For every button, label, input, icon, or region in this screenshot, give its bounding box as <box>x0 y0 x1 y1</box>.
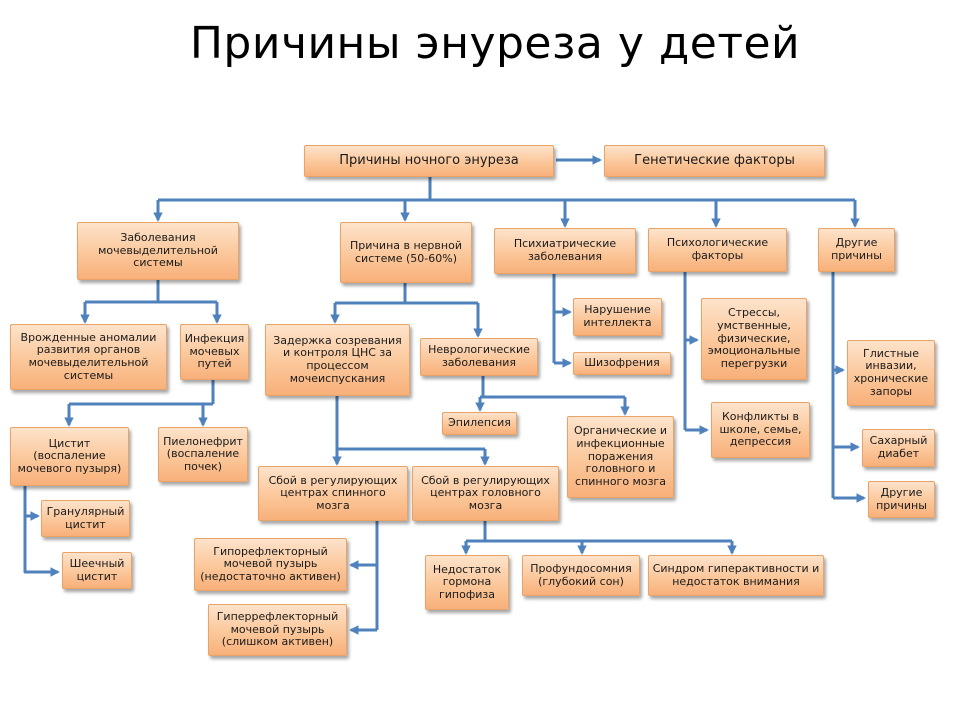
node-delay: Задержка созревания и контроля ЦНС за пр… <box>265 324 410 396</box>
arrow-cystitis-cervical <box>23 516 60 577</box>
node-intellect: Нарушение интеллекта <box>573 298 662 336</box>
node-stress: Стрессы, умственные, физические, эмоцион… <box>701 298 807 380</box>
node-cystitis: Цистит (воспаление мочевого пузыря) <box>10 427 129 486</box>
node-schizo: Шизофрения <box>573 352 671 375</box>
node-urinary: Заболевания мочевыделительной системы <box>77 222 239 280</box>
node-worms: Глистные инвазии, хронические запоры <box>847 340 935 406</box>
node-infection: Инфекция мочевых путей <box>180 324 249 380</box>
node-deepsleep: Профундосомния (глубокий сон) <box>522 555 640 596</box>
node-pyelo: Пиелонефрит (воспаление почек) <box>158 427 248 482</box>
node-hormone: Недостаток гормона гипофиза <box>425 555 509 610</box>
node-other2: Другие причины <box>868 481 935 518</box>
node-congenital: Врожденные аномалии развития органов моч… <box>10 324 167 390</box>
node-other: Другие причины <box>818 228 895 272</box>
node-granular: Гранулярный цистит <box>41 500 130 537</box>
node-conflicts: Конфликты в школе, семье, депрессия <box>711 402 810 458</box>
slide-title: Причины энуреза у детей <box>189 18 801 69</box>
node-psychological: Психологические факторы <box>648 228 787 272</box>
node-neuro: Неврологические заболевания <box>420 338 538 376</box>
node-nervous: Причина в нервной системе (50-60%) <box>340 222 472 283</box>
node-brain: Сбой в регулирующих центрах головного мо… <box>412 466 559 521</box>
node-hypo: Гипорефлекторный мочевой пузырь (недоста… <box>194 538 347 591</box>
node-hyper: Гиперрефлекторный мочевой пузырь (слишко… <box>208 604 347 656</box>
node-cervical: Шеечный цистит <box>62 552 132 589</box>
node-epilepsy: Эпилепсия <box>442 412 517 435</box>
node-diabetes: Сахарный диабет <box>862 429 935 467</box>
arrow-cystitis-granular <box>23 486 40 521</box>
node-organic: Органические и инфекционные поражения го… <box>567 416 674 498</box>
node-genetic: Генетические факторы <box>604 145 825 177</box>
node-spinal: Сбой в регулирующих центрах спинного моз… <box>258 466 408 521</box>
node-adhd: Синдром гиперактивности и недостаток вни… <box>648 555 824 596</box>
node-psychiatric: Психиатрические заболевания <box>494 228 636 274</box>
node-root: Причины ночного энуреза <box>304 145 554 177</box>
